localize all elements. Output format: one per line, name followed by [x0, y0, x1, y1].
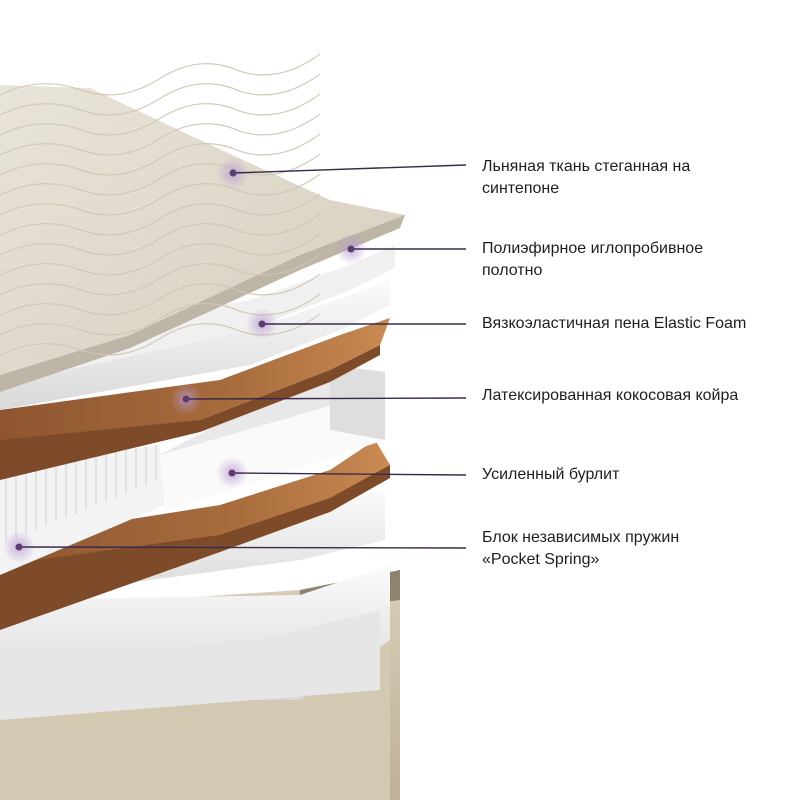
callout-marker-dot [15, 543, 23, 551]
callout-marker-dot [228, 469, 236, 477]
callout-leader-line [232, 164, 467, 174]
callout-label-elastic-foam: Вязкоэластичная пена Elastic Foam [482, 315, 747, 332]
callout-5 [3, 531, 467, 563]
burlap-block [160, 365, 385, 512]
callout-label-burlap: Усиленный бурлит [482, 466, 620, 483]
callout-3 [170, 383, 467, 415]
linen-top-layer [0, 53, 405, 392]
callout-leader-line [231, 472, 467, 476]
callout-label-coconut-coir: Латексированная кокосовая койра [482, 387, 739, 404]
callout-marker-dot [182, 395, 190, 403]
callout-leader-line [185, 397, 467, 400]
callout-0 [217, 157, 467, 189]
callout-marker-dot [229, 169, 237, 177]
pocket-spring-block [0, 445, 165, 575]
callout-marker-dot [258, 320, 266, 328]
callout-2 [246, 308, 466, 340]
callout-leader-line [18, 546, 467, 549]
callout-label-pocket-spring: Блок независимых пружин«Pocket Spring» [482, 529, 680, 568]
callout-4 [216, 457, 467, 489]
callout-1 [335, 233, 466, 265]
callout-marker-dot [347, 245, 355, 253]
